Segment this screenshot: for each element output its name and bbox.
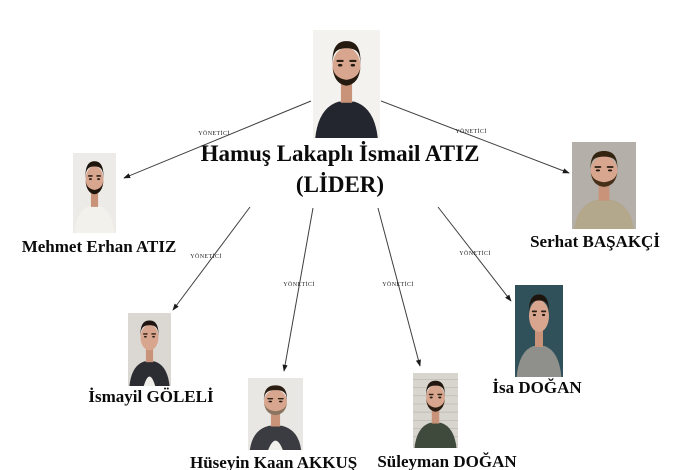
neck <box>340 82 353 103</box>
edge-label-yonetici: YÖNETİCİ <box>459 251 491 257</box>
eye <box>152 335 156 338</box>
beard <box>590 171 618 187</box>
person-name-isa-dogan: İsa DOĞAN <box>492 378 582 397</box>
brow <box>437 393 443 396</box>
brow <box>541 310 547 313</box>
photo-leader-ismail-atiz <box>313 30 380 138</box>
eye <box>268 400 273 403</box>
eye <box>595 169 601 172</box>
brow <box>96 175 101 177</box>
person-name-serhat-basakci: Serhat BAŞAKÇİ <box>530 232 660 251</box>
portrait-illustration <box>515 285 563 377</box>
eye <box>278 400 283 403</box>
neck <box>598 184 610 201</box>
brow <box>336 59 344 63</box>
shoulders <box>574 199 634 229</box>
edge-label-yonetici: YÖNETİCİ <box>190 254 222 260</box>
neck <box>431 409 440 424</box>
edge-label-yonetici: YÖNETİCİ <box>382 282 414 288</box>
eye <box>350 63 356 67</box>
shoulders <box>516 346 562 377</box>
inner-shirt <box>143 376 156 386</box>
beard <box>264 402 287 416</box>
eye <box>429 396 433 399</box>
shoulders <box>249 425 302 450</box>
beard <box>426 398 445 412</box>
leader-name: Hamuş Lakaplı İsmail ATIZ <box>200 141 480 166</box>
brow <box>267 397 274 400</box>
person-name-huseyin-kaan-akkus: Hüseyin Kaan AKKUŞ <box>190 453 358 470</box>
eye <box>541 313 546 317</box>
edge-label-yonetici: YÖNETİCİ <box>455 129 487 135</box>
head <box>529 300 549 332</box>
person-name-ismayil-goleli: İsmayil GÖLELİ <box>88 387 214 406</box>
shoulders <box>315 101 378 138</box>
person-name-suleyman-dogan: Süleyman DOĞAN <box>377 452 517 470</box>
inner-shirt <box>268 440 283 450</box>
edge-label-yonetici: YÖNETİCİ <box>283 282 315 288</box>
neck <box>90 192 99 207</box>
head <box>85 166 104 194</box>
hair <box>140 320 159 337</box>
edge-label-yonetici: YÖNETİCİ <box>198 131 230 137</box>
shoulders <box>129 361 170 386</box>
leader-role: (LİDER) <box>295 172 385 197</box>
portrait-illustration <box>248 378 303 450</box>
brow <box>428 393 434 396</box>
photo-isa-dogan <box>515 285 563 377</box>
eye <box>143 335 147 338</box>
head <box>426 385 445 412</box>
photo-mehmet-erhan-atiz <box>73 153 116 233</box>
eye <box>532 313 537 317</box>
portrait-illustration <box>73 153 116 233</box>
hair <box>332 41 361 66</box>
eye <box>337 63 343 67</box>
brow <box>277 397 284 400</box>
portrait-illustration <box>313 30 380 138</box>
neck <box>535 330 543 347</box>
arrow-leader-to-huseyin <box>282 207 314 372</box>
eye <box>607 169 613 172</box>
neck <box>145 348 154 363</box>
person-name-mehmet-erhan-atiz: Mehmet Erhan ATIZ <box>21 237 177 256</box>
portrait-illustration <box>413 373 458 448</box>
shoulders <box>74 206 115 233</box>
hair <box>528 294 550 315</box>
brow <box>143 333 148 335</box>
photo-ismayil-goleli <box>128 313 171 386</box>
hair <box>263 385 288 402</box>
photo-serhat-basakci <box>572 142 636 229</box>
brow <box>531 310 537 313</box>
head <box>332 47 361 86</box>
photo-huseyin-kaan-akkus <box>248 378 303 450</box>
beard <box>85 179 104 195</box>
eye <box>438 396 442 399</box>
brow <box>606 166 614 168</box>
neck <box>270 413 281 427</box>
leader-title: Hamuş Lakaplı İsmail ATIZ (LİDER) <box>175 138 505 200</box>
portrait-illustration <box>128 313 171 386</box>
hair <box>426 380 445 398</box>
photo-suleyman-dogan <box>413 373 458 448</box>
eye <box>97 178 101 181</box>
hair <box>590 150 618 171</box>
portrait-illustration <box>572 142 636 229</box>
head <box>140 324 159 351</box>
brow <box>151 333 156 335</box>
beard <box>332 66 361 86</box>
hair <box>85 161 104 180</box>
shoulders <box>414 422 457 448</box>
eye <box>88 178 92 181</box>
brow <box>349 59 357 63</box>
brow <box>594 166 602 168</box>
head <box>590 156 618 187</box>
brow <box>88 175 93 177</box>
head <box>264 389 287 415</box>
